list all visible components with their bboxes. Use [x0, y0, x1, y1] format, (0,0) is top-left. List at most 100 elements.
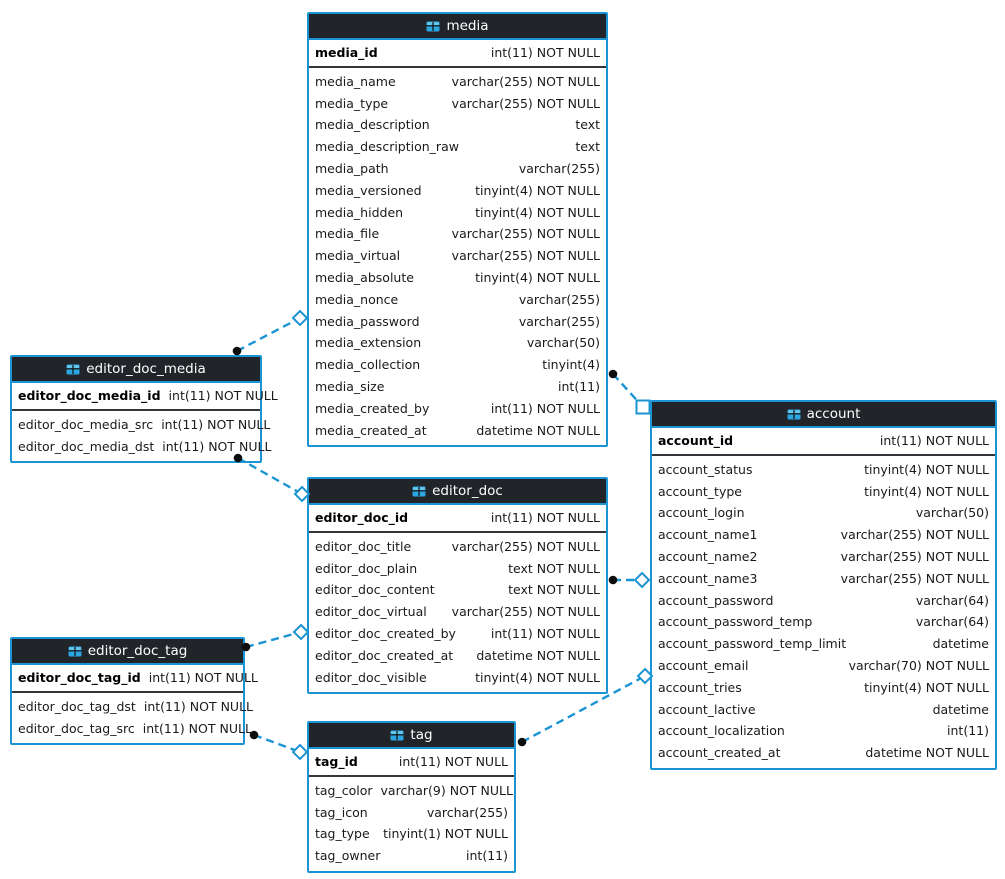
primary-key-row: tag_id int(11) NOT NULL	[309, 749, 514, 775]
column-type: int(11) NOT NULL	[148, 670, 258, 685]
column-type: tinyint(4) NOT NULL	[475, 182, 600, 198]
relationship-diamond-endpoint	[292, 623, 310, 641]
column-name: tag_icon	[315, 804, 368, 820]
column-row: account_email varchar(70) NOT NULL	[652, 655, 995, 677]
column-type: tinyint(4) NOT NULL	[864, 483, 989, 499]
column-type: varchar(255)	[518, 313, 600, 329]
column-row: media_password varchar(255)	[309, 311, 606, 333]
column-name: account_status	[658, 461, 753, 477]
column-name: tag_id	[315, 754, 358, 769]
column-type: tinyint(4) NOT NULL	[864, 679, 989, 695]
column-name: account_password_temp	[658, 614, 813, 630]
relationship-line-editor_doc_tag-tag	[253, 733, 301, 754]
column-name: editor_doc_plain	[315, 560, 418, 576]
column-row: editor_doc_tag_dst int(11) NOT NULL	[12, 696, 253, 718]
column-name: account_type	[658, 483, 742, 499]
column-type: varchar(255) NOT NULL	[840, 570, 989, 586]
column-name: editor_doc_visible	[315, 669, 427, 685]
column-type: datetime	[932, 636, 989, 652]
column-type: varchar(255) NOT NULL	[451, 538, 600, 554]
column-type: datetime NOT NULL	[476, 647, 600, 663]
column-type: int(11) NOT NULL	[161, 416, 271, 432]
column-type: int(11) NOT NULL	[162, 438, 272, 454]
pk-separator	[309, 65, 606, 68]
column-type: varchar(255) NOT NULL	[451, 604, 600, 620]
column-name: media_file	[315, 226, 380, 242]
table-header: editor_doc	[309, 479, 606, 505]
table-title: editor_doc	[432, 483, 503, 499]
column-type: tinyint(4) NOT NULL	[864, 461, 989, 477]
column-type: tinyint(4) NOT NULL	[475, 204, 600, 220]
column-row: editor_doc_media_src int(11) NOT NULL	[12, 414, 270, 436]
table-title: editor_doc_media	[86, 361, 206, 377]
column-type: varchar(255) NOT NULL	[451, 73, 600, 89]
relationship-line-media-account	[612, 373, 644, 408]
pk-separator	[309, 530, 606, 533]
table-grid-icon	[787, 409, 801, 420]
column-name: account_email	[658, 657, 749, 673]
column-type: tinyint(1) NOT NULL	[383, 826, 508, 842]
column-type: varchar(255) NOT NULL	[840, 527, 989, 543]
column-type: int(11)	[947, 723, 989, 739]
table-grid-icon	[426, 21, 440, 32]
table-header: editor_doc_tag	[12, 639, 243, 665]
column-name: account_name3	[658, 570, 758, 586]
column-name: editor_doc_created_at	[315, 647, 454, 663]
table-title: editor_doc_tag	[87, 643, 188, 659]
column-name: media_description	[315, 117, 430, 133]
pk-separator	[309, 774, 514, 777]
column-name: media_collection	[315, 357, 421, 373]
column-name: editor_doc_tag_dst	[18, 698, 136, 714]
relationship-dot-endpoint	[608, 575, 618, 585]
column-name: tag_color	[315, 782, 373, 798]
table-title: media	[446, 18, 489, 34]
column-type: varchar(50)	[526, 335, 600, 351]
column-name: editor_doc_content	[315, 582, 435, 598]
column-type: tinyint(4) NOT NULL	[475, 269, 600, 285]
column-type: int(11) NOT NULL	[490, 510, 600, 525]
column-name: account_localization	[658, 723, 785, 739]
pk-separator	[652, 453, 995, 456]
column-name: media_extension	[315, 335, 422, 351]
table-grid-icon	[390, 730, 404, 741]
column-name: account_password_temp_limit	[658, 636, 847, 652]
column-name: account_created_at	[658, 745, 781, 761]
column-type: datetime NOT NULL	[476, 422, 600, 438]
column-type: varchar(70) NOT NULL	[848, 657, 989, 673]
column-type: int(11) NOT NULL	[398, 754, 508, 769]
pk-separator	[12, 408, 260, 411]
column-type: int(11) NOT NULL	[142, 720, 252, 736]
column-type: varchar(255) NOT NULL	[451, 95, 600, 111]
column-name: editor_doc_media_src	[18, 416, 154, 432]
column-type: int(11) NOT NULL	[143, 698, 253, 714]
column-name: media_password	[315, 313, 420, 329]
column-row: account_password_temp_limit datetime	[652, 633, 995, 655]
